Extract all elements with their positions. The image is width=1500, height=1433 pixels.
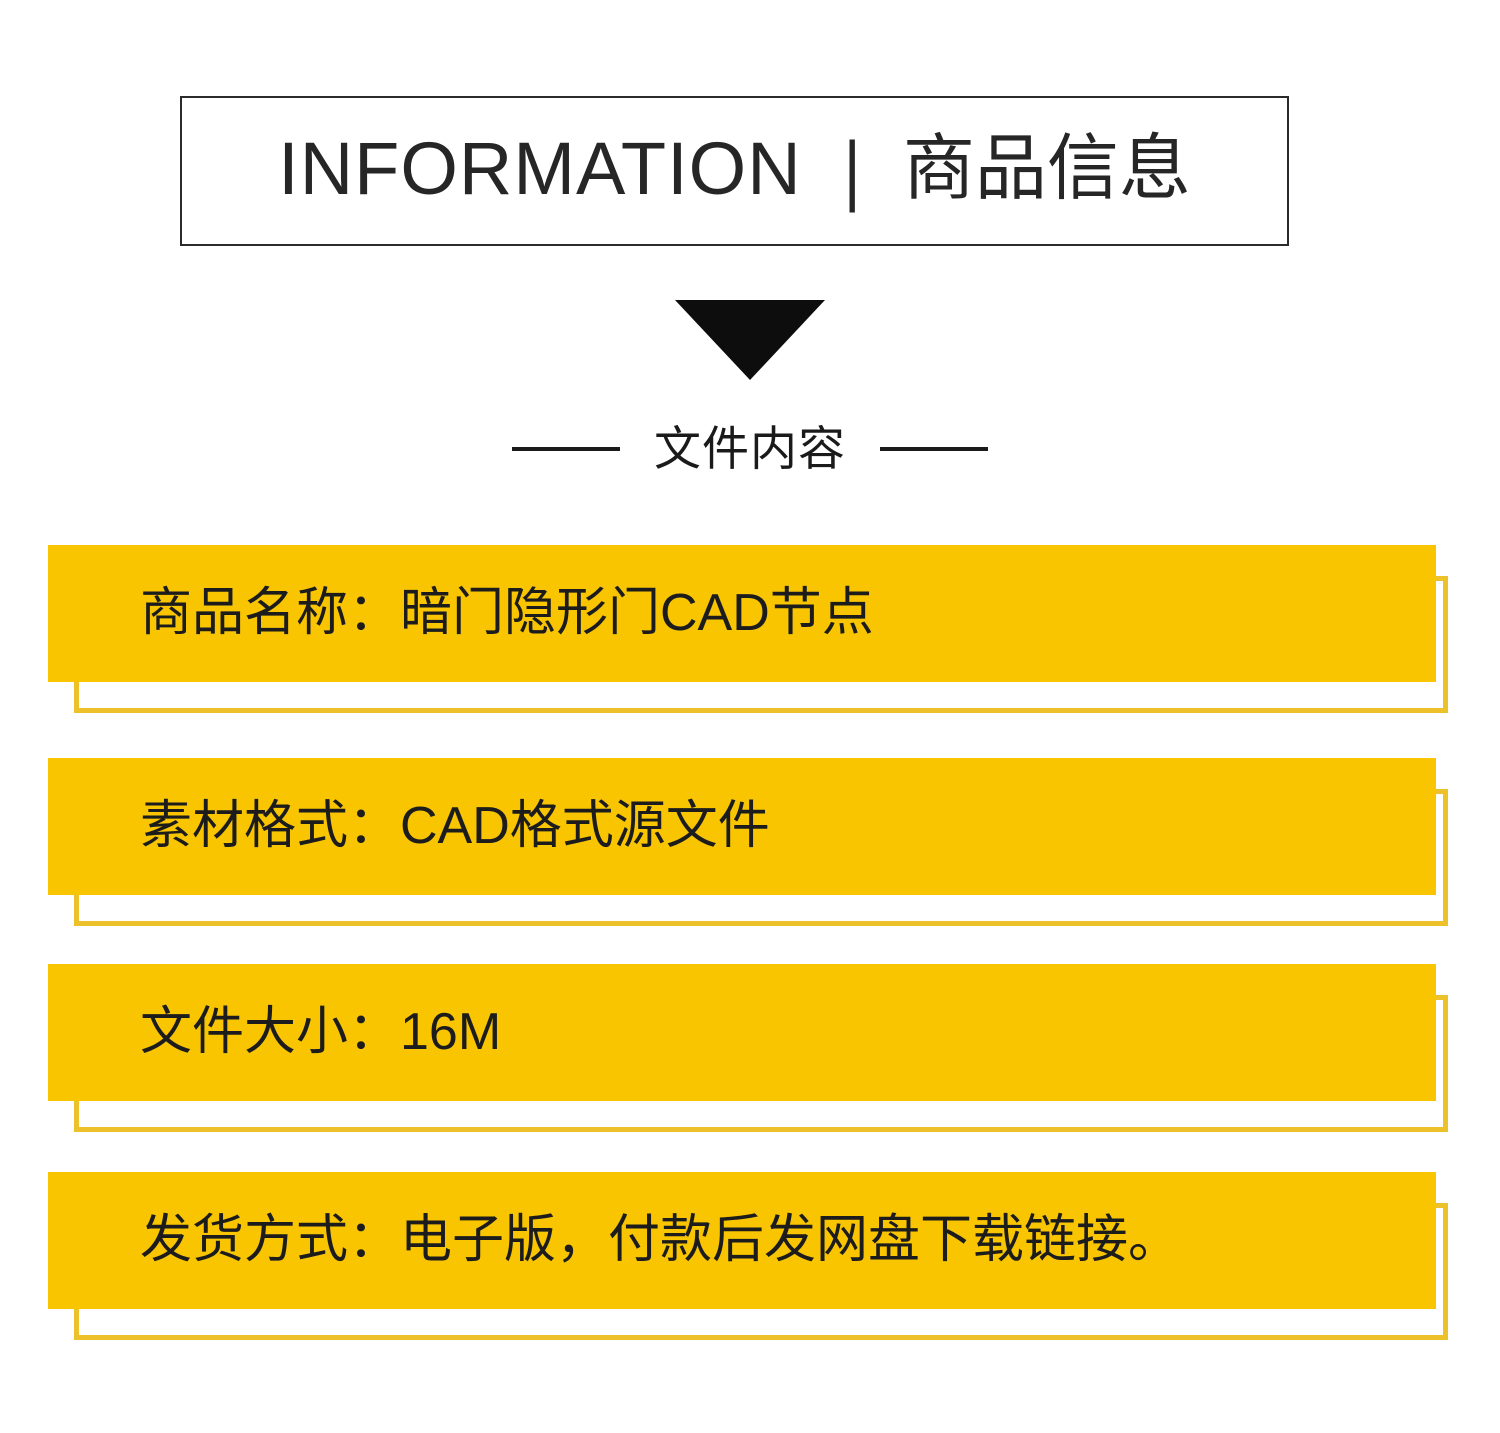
info-bar-fill: 发货方式：电子版，付款后发网盘下载链接。 [48, 1172, 1436, 1309]
info-bar-format: 素材格式：CAD格式源文件 [48, 758, 1448, 926]
header-separator: | [843, 125, 861, 213]
info-bar-label: 文件大小：16M [140, 1003, 502, 1062]
header-english-title: INFORMATION [278, 127, 802, 210]
section-title-row: 文件内容 [0, 425, 1500, 472]
info-bar-product-name: 商品名称：暗门隐形门CAD节点 [48, 545, 1448, 713]
info-bar-label: 素材格式：CAD格式源文件 [140, 797, 770, 856]
information-header-box: INFORMATION | 商品信息 [180, 96, 1289, 246]
info-bar-delivery-method: 发货方式：电子版，付款后发网盘下载链接。 [48, 1172, 1448, 1340]
info-bar-label: 发货方式：电子版，付款后发网盘下载链接。 [140, 1211, 1181, 1270]
info-bar-fill: 商品名称：暗门隐形门CAD节点 [48, 545, 1436, 682]
triangle-down-icon [675, 300, 825, 380]
rule-right-divider [880, 446, 988, 451]
section-title-text: 文件内容 [654, 422, 846, 475]
info-bar-fill: 文件大小：16M [48, 964, 1436, 1101]
header-chinese-title: 商品信息 [902, 129, 1191, 209]
info-bar-file-size: 文件大小：16M [48, 964, 1448, 1132]
info-bar-label: 商品名称：暗门隐形门CAD节点 [140, 584, 874, 643]
rule-left-divider [512, 446, 620, 451]
info-bar-fill: 素材格式：CAD格式源文件 [48, 758, 1436, 895]
header-title-group: INFORMATION | 商品信息 [278, 125, 1191, 213]
